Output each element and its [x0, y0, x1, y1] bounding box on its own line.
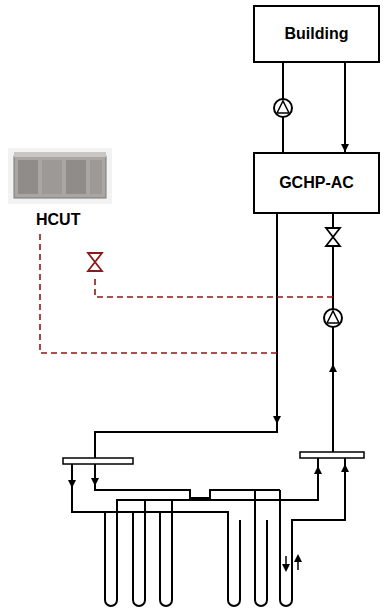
process-box: GCHP-AC	[253, 152, 380, 214]
hcut-photo	[8, 148, 112, 204]
flow-arrow	[72, 468, 345, 570]
process-box: Building	[253, 5, 380, 63]
pump-symbol	[274, 99, 292, 117]
ground-loop-pipe	[95, 214, 333, 458]
hcut-pipe	[40, 234, 333, 353]
box-label: Building	[285, 25, 349, 43]
valve-symbol	[326, 228, 340, 246]
equipment-label: HCUT	[36, 211, 80, 229]
box-label: GCHP-AC	[279, 174, 354, 192]
pump-symbol	[324, 309, 342, 327]
pipe-connector	[344, 63, 346, 152]
borehole-manifold	[72, 458, 345, 606]
valve-symbol	[88, 253, 102, 271]
